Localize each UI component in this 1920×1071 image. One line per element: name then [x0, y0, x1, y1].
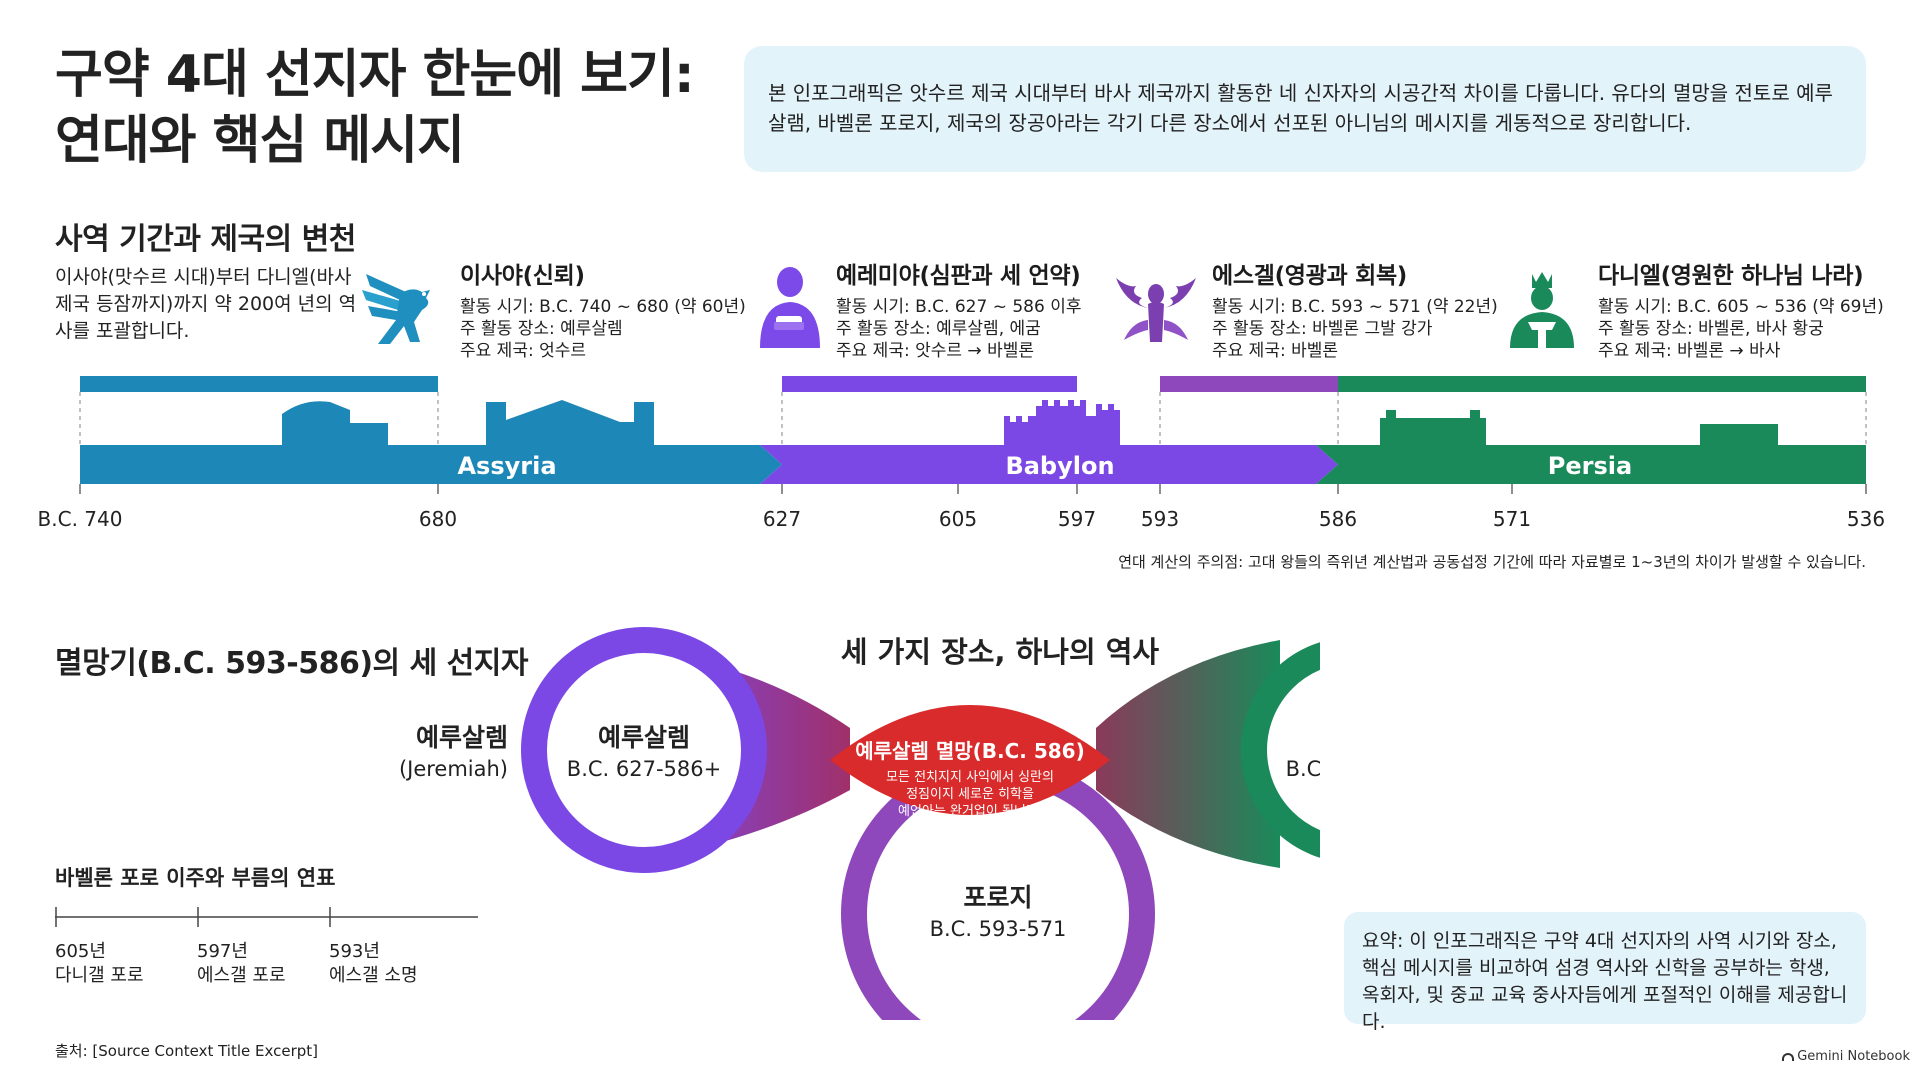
- winged-lion-icon: [362, 274, 430, 344]
- summary-box: 요약: 이 인포그래직은 구약 4대 선지자의 사역 시기와 장소, 핵심 메시…: [1344, 912, 1866, 1033]
- center-event-title: 예루살렘 멸망(B.C. 586): [855, 739, 1084, 763]
- chronology-title: 바벨론 포로 이주와 부름의 연표: [55, 866, 336, 890]
- prophet-empire: 주요 제국: 앗수르 → 바벨론: [836, 341, 1034, 361]
- center-event-line: 예언아는 완거업이 됩니다.: [898, 804, 1042, 819]
- circle-place: 예루살렘: [598, 723, 690, 752]
- timeline-section-description: 이사야(맛수르 시대)부터 다니엘(바사 제국 등잠까지)까지 약 200여 년…: [55, 266, 357, 342]
- empire-label: Babylon: [1005, 452, 1114, 480]
- timeline-chart: Assyria Babylon Persia B.C. 740 680 627 605 59…: [38, 376, 1885, 531]
- circle-period: B.C. 605-536: [1286, 757, 1320, 781]
- empire-arrow-assyria: [80, 445, 782, 484]
- prophet-empire: 주요 제국: 엇수르: [460, 341, 587, 361]
- right-connector: [1096, 640, 1280, 868]
- prophet-empire: 주요 제국: 바벨론: [1212, 341, 1339, 361]
- tick-label: 536: [1847, 507, 1885, 531]
- chronology-year: 605년: [55, 941, 106, 962]
- tick-label: 593: [1141, 507, 1179, 531]
- ministry-bar-2: [782, 376, 1077, 392]
- places-section-title: 멸망기(B.C. 593-586)의 세 선지자: [55, 646, 528, 681]
- prophet-with-scroll-icon: [760, 267, 820, 348]
- cherub-wings-icon: [1116, 278, 1196, 342]
- tick-label: 627: [763, 507, 801, 531]
- prophet-name: 예레미야(심판과 세 언약): [836, 263, 1081, 289]
- chronology-item: 597년 에스갤 포로: [197, 940, 286, 988]
- prophet-place: 주 활동 장소: 예루살렘, 에굼: [836, 319, 1041, 339]
- chronology-note: 연대 계산의 주의점: 고대 왕들의 즉위년 계산법과 공동섭정 기간에 따라 …: [1118, 553, 1866, 571]
- intro-box: 본 인포그래픽은 앗수르 제국 시대부터 바사 제국까지 활동한 네 신자자의 …: [744, 46, 1866, 172]
- prophet-period: 활동 시기: B.C. 593 ~ 571 (약 22년): [1212, 297, 1498, 317]
- center-event-line: 모든 전치지지 사익에서 싱란의: [886, 770, 1054, 785]
- circle-place: 포로지: [963, 883, 1032, 912]
- prophet-name: 이사야(신뢰): [460, 263, 585, 289]
- empire-arrow-persia: [1316, 445, 1866, 484]
- circle-period: B.C. 627-586+: [567, 757, 721, 781]
- prophet-place: 주 활동 장소: 예루살렘: [460, 319, 623, 339]
- tick-label: 571: [1493, 507, 1531, 531]
- prophet-empire: 주요 제국: 바벨론 → 바사: [1598, 341, 1781, 361]
- prophet-period: 활동 시기: B.C. 605 ~ 536 (약 69년): [1598, 297, 1884, 317]
- prophet-name: 다니엘(영원한 하나님 나라): [1598, 263, 1864, 289]
- tick-label: 597: [1058, 507, 1096, 531]
- prophet-name: 에스겔(영광과 회복): [1212, 263, 1408, 289]
- timeline-section-title: 사역 기간과 제국의 변천: [55, 222, 356, 257]
- intro-text: 본 인포그래픽은 앗수르 제국 시대부터 바사 제국까지 활동한 네 신자자의 …: [768, 81, 1833, 135]
- side-label-person: (Jeremiah): [399, 757, 508, 781]
- chronology-event: 에스갤 소명: [329, 965, 418, 986]
- prophet-period: 활동 시기: B.C. 627 ~ 586 이후: [836, 297, 1082, 317]
- circle-palace: [1241, 642, 1320, 858]
- circle-jerusalem: [521, 627, 767, 873]
- chronology-item: 605년 다니갤 포로: [55, 940, 144, 988]
- tick-label: 586: [1319, 507, 1357, 531]
- center-event-line: 정짐이지 세로운 히학을: [906, 787, 1034, 802]
- page-title: 구약 4대 선지자 한눈에 보기: 연대와 핵심 메시지: [55, 45, 695, 171]
- empire-label: Persia: [1548, 452, 1632, 480]
- chronology-year: 593년: [329, 941, 380, 962]
- empire-label: Assyria: [457, 452, 556, 480]
- prophet-place: 주 활동 장소: 바벨론, 바사 황궁: [1598, 319, 1824, 339]
- chronology-line: [55, 907, 478, 927]
- city-silhouettes: [282, 400, 1778, 445]
- ministry-bar-4: [1338, 376, 1866, 392]
- circle-period: B.C. 593-571: [930, 917, 1067, 941]
- chronology-event: 다니갤 포로: [55, 965, 144, 986]
- three-places-diagram: 세 가지 장소, 하나의 역사 예루살렘 B.C. 627-586+ 왕궁 B.…: [399, 627, 1320, 1020]
- notebook-logo-icon: [1782, 1053, 1795, 1061]
- center-event: [830, 705, 1110, 815]
- empire-arrow-babylon: [760, 445, 1338, 484]
- prophet-period: 활동 시기: B.C. 740 ~ 680 (약 60년): [460, 297, 746, 317]
- brand-text: Gemini Notebook: [1797, 1049, 1910, 1064]
- chronology-item: 593년 에스갤 소명: [329, 940, 418, 988]
- places-center-title: 세 가지 장소, 하나의 역사: [841, 635, 1160, 669]
- brand-label: Gemini Notebook: [1782, 1049, 1910, 1064]
- source-citation: 출처: [Source Context Title Excerpt]: [55, 1042, 318, 1060]
- ministry-bar-3: [1160, 376, 1338, 392]
- summary-text: 요약: 이 인포그래직은 구약 4대 선지자의 사역 시기와 장소, 핵심 메시…: [1362, 930, 1848, 1033]
- chronology-event: 에스갤 포로: [197, 965, 286, 986]
- ministry-bar-1: [80, 376, 438, 392]
- tick-label: 605: [939, 507, 977, 531]
- tick-label: 680: [419, 507, 457, 531]
- chronology-year: 597년: [197, 941, 248, 962]
- prophet-place: 주 활동 장소: 바벨론 그발 강가: [1212, 319, 1433, 339]
- tick-label: B.C. 740: [38, 507, 123, 531]
- side-label-place: 예루살렘: [416, 723, 508, 752]
- crowned-king-icon: [1510, 272, 1574, 348]
